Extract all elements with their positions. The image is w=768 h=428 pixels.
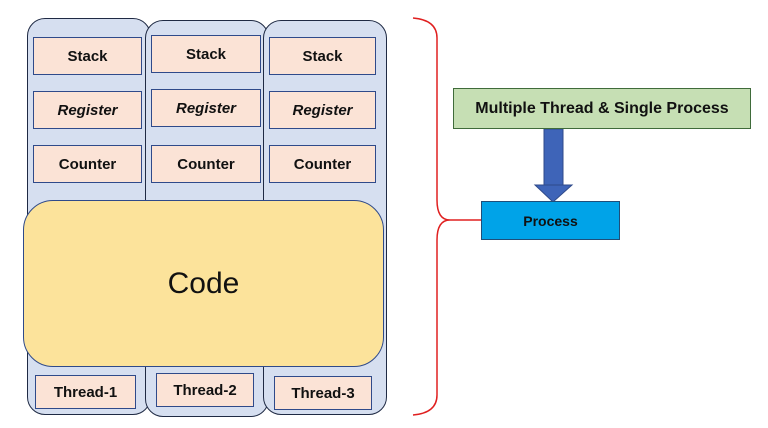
stack-cell: Stack — [269, 37, 376, 75]
thread-label: Thread-1 — [35, 375, 136, 409]
thread-label: Thread-3 — [274, 376, 372, 410]
down-arrow-icon — [533, 128, 574, 203]
stack-cell: Stack — [151, 35, 261, 73]
counter-cell: Counter — [269, 145, 376, 183]
thread-label: Thread-2 — [156, 373, 254, 407]
register-cell: Register — [151, 89, 261, 127]
process-box: Process — [481, 201, 620, 240]
counter-cell: Counter — [33, 145, 142, 183]
curly-brace — [412, 17, 451, 416]
counter-cell: Counter — [151, 145, 261, 183]
title-box: Multiple Thread & Single Process — [453, 88, 751, 129]
register-cell: Register — [33, 91, 142, 129]
stack-cell: Stack — [33, 37, 142, 75]
register-cell: Register — [269, 91, 376, 129]
code-block: Code — [23, 200, 384, 367]
